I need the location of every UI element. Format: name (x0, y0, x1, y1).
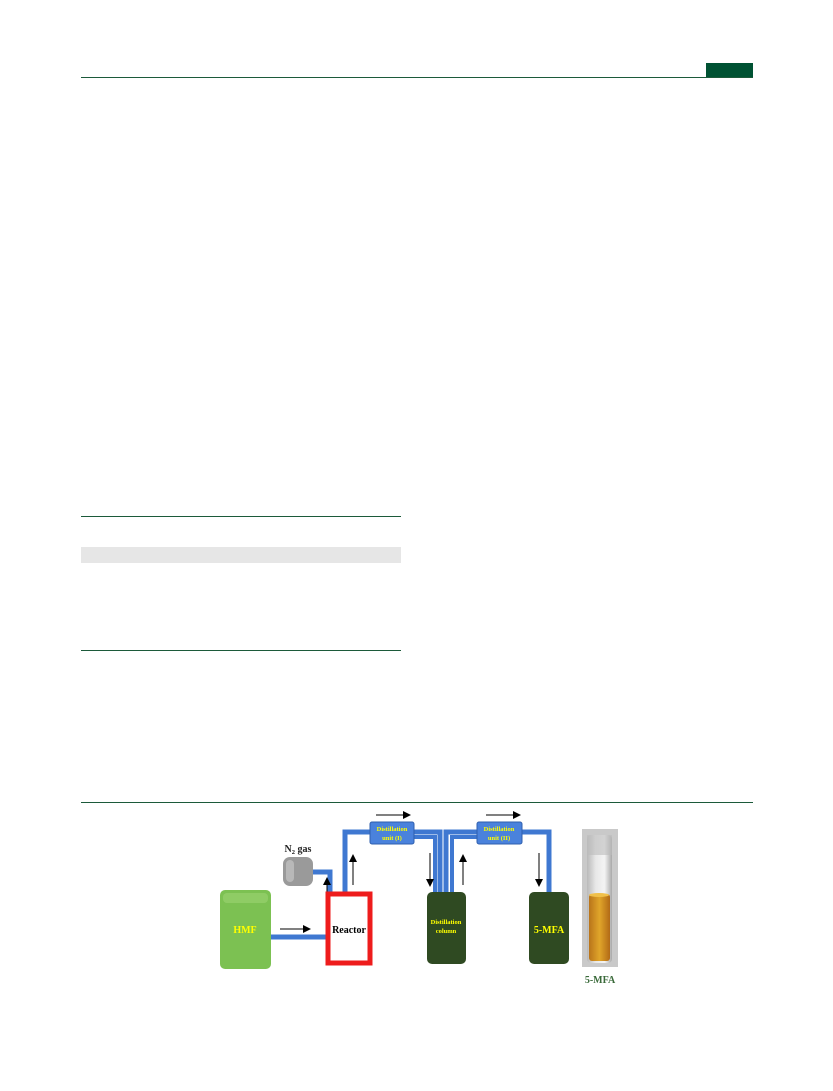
n2-gas-tank: N2 gas (283, 844, 313, 886)
product-vessel: 5-MFA (529, 892, 569, 964)
pipe-reactor-to-unit1 (342, 829, 375, 896)
pipe-column-to-unit2-b (450, 835, 480, 895)
hmf-feed-box: HMF (220, 890, 271, 969)
column-label-line2: column (436, 928, 457, 935)
unit2-label-line1: Distillation (484, 826, 515, 833)
pipe-n2-to-reactor (309, 869, 333, 896)
hmf-label: HMF (233, 925, 256, 936)
photo-caption: 5-MFA (585, 975, 616, 986)
reactor-label: Reactor (332, 925, 366, 936)
header-accent-tab (706, 63, 753, 77)
distillation-column: Distillation column (427, 892, 466, 964)
pipe-unit1-to-column-b (410, 835, 437, 895)
pipe-network (265, 829, 552, 940)
pipe-unit2-to-product (517, 829, 552, 896)
distillation-unit-2: Distillation unit (II) (476, 821, 523, 845)
table-header-stripe (81, 547, 401, 563)
pipe-unit1-to-column-a (409, 829, 443, 896)
flow-arrows (280, 811, 543, 933)
header-rule (81, 77, 753, 78)
distillation-unit-1: Distillation unit (I) (369, 821, 415, 845)
reactor-vessel: Reactor (325, 891, 373, 966)
column-label-line1: Distillation (431, 919, 462, 926)
pipe-column-to-unit2-a (443, 829, 481, 896)
unit2-label-line2: unit (II) (488, 835, 510, 842)
sample-vial-photo: 5-MFA (582, 829, 618, 986)
product-label: 5-MFA (534, 925, 565, 936)
unit1-label-line1: Distillation (377, 826, 408, 833)
table-top-rule (81, 516, 401, 517)
figure-top-rule (81, 802, 753, 803)
unit1-label-line2: unit (I) (382, 835, 402, 842)
n2-gas-label: N2 gas (285, 844, 312, 856)
table-bottom-rule (81, 650, 401, 651)
